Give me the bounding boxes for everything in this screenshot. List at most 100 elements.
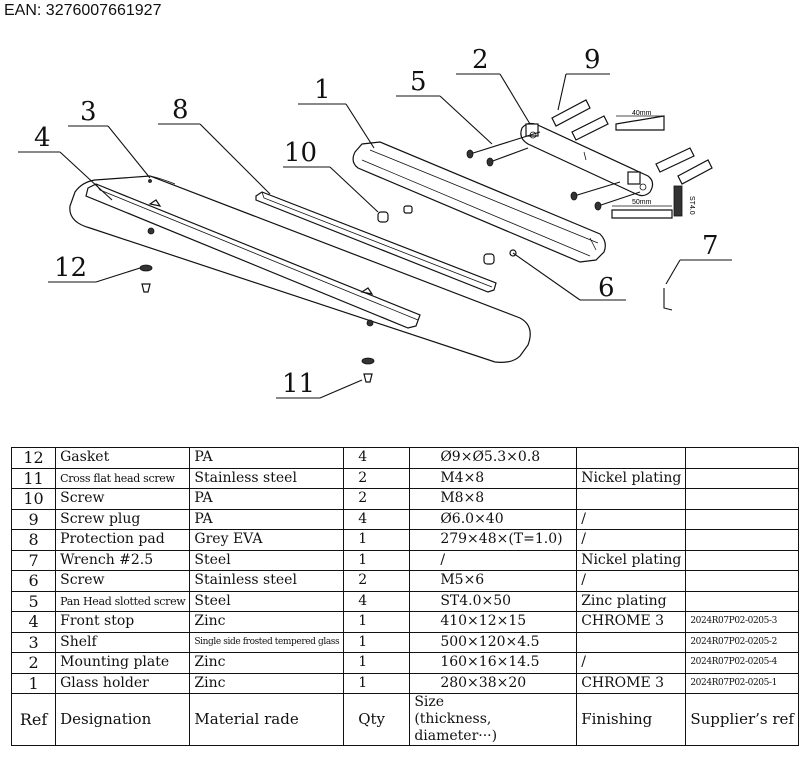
cell-finishing: CHROME 3 xyxy=(576,611,687,633)
cell-qty: 1 xyxy=(343,631,411,653)
cell-supplier: 2024R07P02-0205-4 xyxy=(685,652,799,674)
cell-size: 410×12×15 xyxy=(409,611,578,633)
cell-finishing xyxy=(576,631,687,653)
cell-material: PA xyxy=(189,488,345,510)
cell-supplier xyxy=(685,590,799,612)
cell-material: Stainless steel xyxy=(189,570,345,592)
cell-qty: 1 xyxy=(343,652,411,674)
cell-designation: Glass holder xyxy=(55,672,191,694)
cell-qty: 4 xyxy=(343,447,411,469)
callout-9: 9 xyxy=(584,45,601,75)
callout-numbers: 4 3 8 1 10 5 2 9 6 7 12 11 xyxy=(34,45,719,399)
cell-designation: Cross flat head screw xyxy=(55,467,191,489)
cell-supplier: 2024R07P02-0205-2 xyxy=(685,631,799,653)
cell-designation: Pan Head slotted screw xyxy=(55,590,191,612)
cell-material: PA xyxy=(189,508,345,530)
cell-size: / xyxy=(409,549,578,571)
callout-3: 3 xyxy=(80,97,97,127)
cell-material: Zinc xyxy=(189,652,345,674)
cell-ref: 7 xyxy=(10,549,57,571)
cell-designation: Mounting plate xyxy=(55,652,191,674)
exploded-view-drawing: 40mm 50mm ST4.0 xyxy=(18,45,732,399)
cell-ref: 1 xyxy=(10,672,57,694)
cell-qty: 2 xyxy=(343,488,411,510)
header-size-line1: Size xyxy=(414,694,445,711)
cell-material: Grey EVA xyxy=(189,529,345,551)
callout-8: 8 xyxy=(172,95,189,125)
cell-qty: 2 xyxy=(343,570,411,592)
cell-finishing: Zinc plating xyxy=(576,590,687,612)
cell-qty: 4 xyxy=(343,590,411,612)
cell-finishing xyxy=(576,447,687,469)
cell-designation: Screw xyxy=(55,570,191,592)
cell-ref: 4 xyxy=(10,611,57,633)
cell-qty: 1 xyxy=(343,549,411,571)
cell-supplier xyxy=(685,549,799,571)
cell-finishing: / xyxy=(576,652,687,674)
cell-size: M4×8 xyxy=(409,467,578,489)
screw-length-dimension: 50mm xyxy=(632,199,652,206)
callout-7: 7 xyxy=(702,231,719,261)
cell-finishing: Nickel plating xyxy=(576,467,687,489)
wrench-part xyxy=(663,288,673,311)
cell-ref: 2 xyxy=(10,652,57,674)
cell-ref: 8 xyxy=(10,529,57,551)
cell-supplier xyxy=(685,447,799,469)
cell-ref: 3 xyxy=(10,631,57,653)
cell-qty: 2 xyxy=(343,467,411,489)
callout-5: 5 xyxy=(410,67,427,97)
cell-designation: Screw plug xyxy=(55,508,191,530)
cell-size: 160×16×14.5 xyxy=(409,652,578,674)
small-screws-part xyxy=(139,205,517,383)
cell-supplier xyxy=(685,467,799,489)
cell-finishing: / xyxy=(576,570,687,592)
cell-material: Stainless steel xyxy=(189,467,345,489)
cell-designation: Gasket xyxy=(55,447,191,469)
cell-ref: 9 xyxy=(10,508,57,530)
callout-12: 12 xyxy=(54,253,87,283)
cell-qty: 1 xyxy=(343,672,411,694)
header-material: Material rade xyxy=(189,693,345,746)
cell-size: 500×120×4.5 xyxy=(409,631,578,653)
cell-finishing xyxy=(576,488,687,510)
cell-supplier: 2024R07P02-0205-1 xyxy=(685,672,799,694)
cell-supplier: 2024R07P02-0205-3 xyxy=(685,611,799,633)
cell-size: Ø9×Ø5.3×0.8 xyxy=(409,447,578,469)
cell-finishing: / xyxy=(576,508,687,530)
cell-material: Steel xyxy=(189,549,345,571)
bom-header-row: Ref Designation Material rade Qty Size(t… xyxy=(10,693,799,746)
cell-size: 279×48×(T=1.0) xyxy=(409,529,578,551)
cell-material: Zinc xyxy=(189,611,345,633)
cell-supplier xyxy=(685,488,799,510)
cell-supplier xyxy=(685,570,799,592)
cell-size: ST4.0×50 xyxy=(409,590,578,612)
cell-finishing: / xyxy=(576,529,687,551)
cell-material: Zinc xyxy=(189,672,345,694)
cell-material: PA xyxy=(189,447,345,469)
callout-6: 6 xyxy=(598,273,615,303)
header-finishing: Finishing xyxy=(576,693,687,746)
callout-4: 4 xyxy=(34,123,51,153)
cell-designation: Shelf xyxy=(55,631,191,653)
header-ref: Ref xyxy=(10,693,57,746)
callout-10: 10 xyxy=(284,138,317,168)
glass-holder-part xyxy=(352,141,606,263)
screw-detail-part: 50mm ST4.0 xyxy=(611,185,695,219)
callout-2: 2 xyxy=(472,45,489,75)
header-size-line2: (thickness, diameter···) xyxy=(414,711,498,744)
cell-size: M8×8 xyxy=(409,488,578,510)
cell-designation: Protection pad xyxy=(55,529,191,551)
front-stop-part xyxy=(85,183,421,329)
header-size: Size(thickness, diameter···) xyxy=(409,693,578,746)
header-qty: Qty xyxy=(343,693,411,746)
cell-ref: 12 xyxy=(10,447,57,469)
